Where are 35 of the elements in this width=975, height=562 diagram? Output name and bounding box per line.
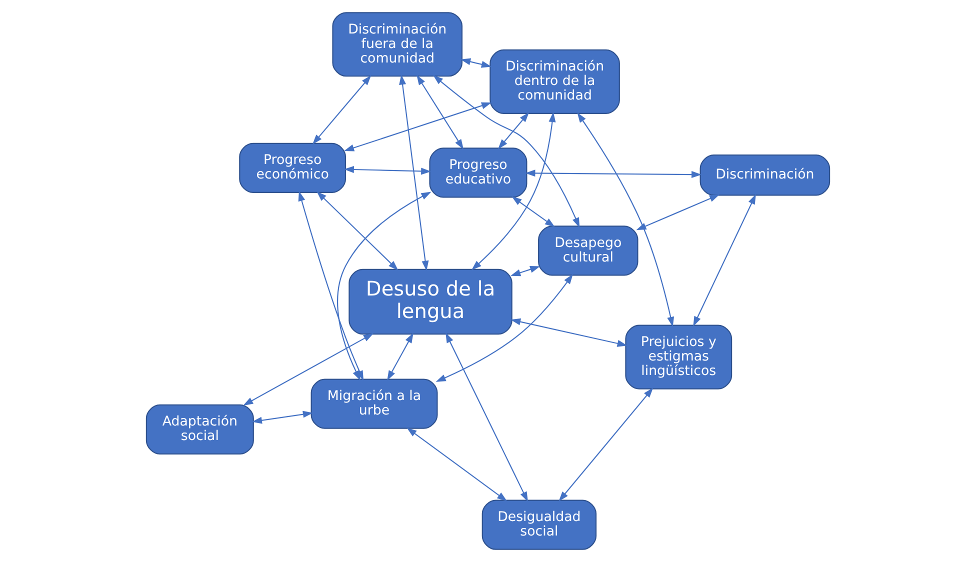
node-box: Progreso económico [238,142,346,194]
arrow [460,58,491,68]
arrow [344,102,492,152]
arrow [524,170,702,178]
arrow [470,112,556,270]
node-box: Adaptación social [145,404,254,455]
arrow [251,410,312,424]
arrow [406,428,507,502]
arrow [511,196,554,228]
arrow [432,75,580,228]
node-box: Discriminación dentro de la comunidad [489,49,620,114]
arrow [558,388,653,502]
node-box: Desigualdad social [481,500,596,550]
arrow [343,166,431,175]
arrow [316,191,398,270]
arrow [386,332,413,381]
arrow [510,318,627,347]
arrow [435,274,572,382]
node-box: Discriminación fuera de la comunidad [332,12,462,77]
node-box: Prejuicios y estigmas lingüísticos [624,324,732,390]
node-box: Progreso educativo [428,148,527,198]
arrow [636,194,720,230]
arrow [692,194,756,326]
node-box: Discriminación [699,154,830,196]
arrow [312,75,371,145]
node-box: Desapego cultural [538,226,638,276]
arrow [416,74,464,150]
arrow [576,112,674,327]
arrow [510,266,540,276]
arrow [242,333,373,406]
arrow [498,112,529,150]
node-box: Migración a la urbe [310,378,438,429]
arrow [398,74,428,271]
arrow [445,332,528,502]
node-box: Desuso de la lengua [348,268,512,335]
